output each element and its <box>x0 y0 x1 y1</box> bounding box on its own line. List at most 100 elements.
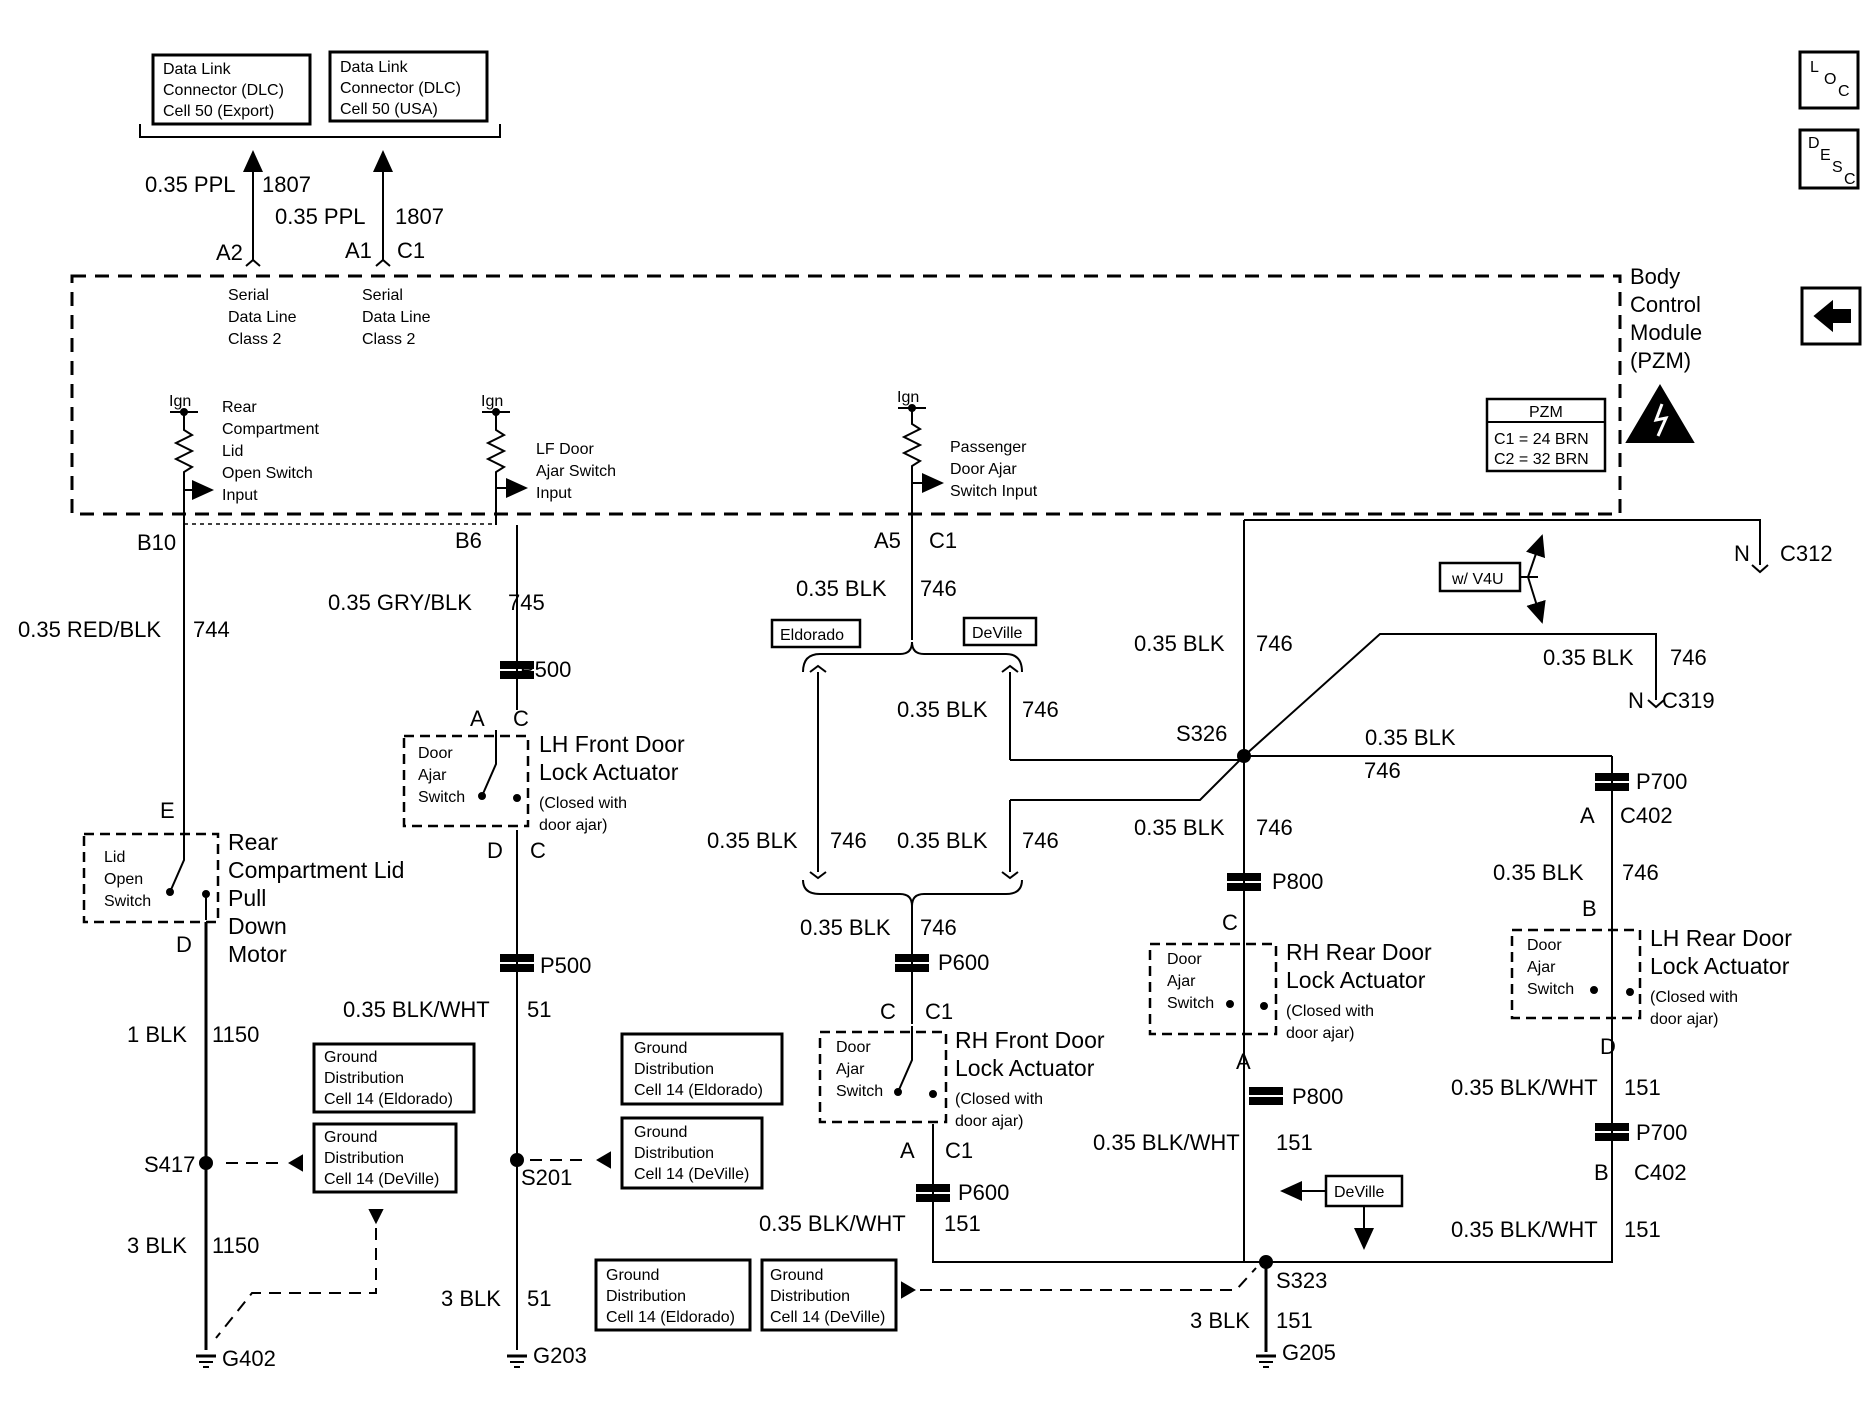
svg-text:P500: P500 <box>540 953 591 978</box>
lh-front-label: LH Front Door Lock Actuator (Closed with… <box>539 731 685 834</box>
svg-text:DeVille: DeVille <box>1334 1184 1385 1201</box>
wire-151-rh-front <box>932 1124 1266 1263</box>
svg-text:Data Line: Data Line <box>228 309 297 326</box>
deville-3-arrow <box>901 1281 916 1299</box>
svg-text:Door: Door <box>836 1039 871 1056</box>
pin-b6: B6 <box>455 528 482 553</box>
connector-c312: C312 <box>1780 541 1833 566</box>
svg-text:C1 = 24 BRN: C1 = 24 BRN <box>1494 431 1589 448</box>
back-arrow-icon <box>1813 299 1851 333</box>
wire-151c-num: 151 <box>1276 1308 1313 1333</box>
pin-d-lid: D <box>176 932 192 957</box>
gnd-dist-deville-2[interactable]: Ground Distribution Cell 14 (DeVille) <box>620 1116 764 1190</box>
gnd-dist-eldorado-2[interactable]: Ground Distribution Cell 14 (Eldorado) <box>620 1032 784 1106</box>
svg-text:door ajar): door ajar) <box>1650 1011 1718 1028</box>
svg-text:(Closed with: (Closed with <box>1650 989 1738 1006</box>
svg-text:Lid: Lid <box>222 443 243 460</box>
loc-button[interactable]: L O C <box>1798 50 1860 110</box>
wire-151-b-gauge: 0.35 BLK/WHT <box>1093 1130 1240 1155</box>
svg-text:Door Ajar: Door Ajar <box>950 461 1017 478</box>
svg-text:Compartment Lid: Compartment Lid <box>228 857 404 883</box>
wire-51-gauge: 0.35 BLK/WHT <box>343 997 490 1022</box>
splice-s417: S417 <box>144 1152 195 1177</box>
svg-text:Control: Control <box>1630 292 1701 317</box>
svg-text:Pull: Pull <box>228 885 266 911</box>
splice-s417-dot <box>199 1156 213 1170</box>
option-brace-top <box>802 641 1023 673</box>
pin-d-lh-rear: D <box>1600 1034 1616 1059</box>
svg-text:Eldorado: Eldorado <box>780 627 844 644</box>
svg-text:Cell 14 (DeVille): Cell 14 (DeVille) <box>634 1166 749 1183</box>
svg-text:G203: G203 <box>533 1343 587 1368</box>
pzm-connector-box: PZM C1 = 24 BRN C2 = 32 BRN <box>1485 397 1607 473</box>
svg-text:RH Rear Door: RH Rear Door <box>1286 939 1432 965</box>
gnd-dist-deville-3[interactable]: Ground Distribution Cell 14 (DeVille) <box>760 1258 898 1332</box>
svg-text:Passenger: Passenger <box>950 439 1027 456</box>
deville-3-dash <box>920 1267 1257 1291</box>
dlc-export-box[interactable]: Data Link Connector (DLC) Cell 50 (Expor… <box>151 53 312 126</box>
desc-button[interactable]: D E S C <box>1798 128 1860 190</box>
splice-s323: S323 <box>1276 1268 1327 1293</box>
dlc-usa-line3: Cell 50 (USA) <box>340 101 438 118</box>
lh-rear-door-ajar-switch: Door Ajar Switch <box>1510 928 1642 1020</box>
wire-746-g-gauge: 0.35 BLK <box>1543 645 1634 670</box>
svg-text:O: O <box>1824 71 1836 88</box>
svg-text:(PZM): (PZM) <box>1630 348 1691 373</box>
wire-746-c-gauge: 0.35 BLK <box>707 828 798 853</box>
wire-746-f-gauge: 0.35 BLK <box>1134 631 1225 656</box>
rh-rear-door-ajar-switch: Door Ajar Switch <box>1148 942 1278 1036</box>
svg-text:(Closed with: (Closed with <box>955 1091 1043 1108</box>
svg-text:Rear: Rear <box>222 399 257 416</box>
svg-text:LH Front Door: LH Front Door <box>539 731 685 757</box>
connector-p800-b: P800 <box>1249 1084 1343 1109</box>
wire-745-gauge: 0.35 GRY/BLK <box>328 590 472 615</box>
svg-text:Module: Module <box>1630 320 1702 345</box>
pin-c-lh-bottom: C <box>530 838 546 863</box>
wire-151-lh-rear <box>1266 1250 1613 1263</box>
svg-text:L: L <box>1810 59 1819 76</box>
dlc-export-line1: Data Link <box>163 61 232 78</box>
svg-text:Cell 14 (Eldorado): Cell 14 (Eldorado) <box>634 1082 763 1099</box>
pin-c1-a5: C1 <box>929 528 957 553</box>
svg-text:Input: Input <box>536 485 572 502</box>
pin-b-c402: B <box>1594 1160 1609 1185</box>
dlc-usa-box[interactable]: Data Link Connector (DLC) Cell 50 (USA) <box>328 50 489 123</box>
wire-151-a-gauge: 0.35 BLK/WHT <box>759 1211 906 1236</box>
connector-p700-b: P700 <box>1595 1120 1687 1145</box>
rh-rear-label: RH Rear Door Lock Actuator (Closed with … <box>1286 939 1432 1042</box>
wire-746-d-num: 746 <box>1022 828 1059 853</box>
wire-746-b-num: 746 <box>1022 697 1059 722</box>
pin-a2: A2 <box>216 240 243 265</box>
wire-746-g-num: 746 <box>1670 645 1707 670</box>
pin-a-lh: A <box>470 706 485 731</box>
svg-text:P800: P800 <box>1272 869 1323 894</box>
wire-746-d-gauge: 0.35 BLK <box>897 828 988 853</box>
pin-n-c312: N <box>1734 541 1750 566</box>
svg-text:Rear: Rear <box>228 829 278 855</box>
gnd-dist-eldorado-3[interactable]: Ground Distribution Cell 14 (Eldorado) <box>594 1258 752 1332</box>
svg-text:G402: G402 <box>222 1346 276 1371</box>
option-deville-tag: DeVille <box>962 616 1038 647</box>
wire-1807-b-num: 1807 <box>395 204 444 229</box>
wire-151-e-gauge: 0.35 BLK/WHT <box>1451 1217 1598 1242</box>
pin-b10: B10 <box>137 530 176 555</box>
gnd-dist-deville-1[interactable]: Ground Distribution Cell 14 (DeVille) <box>312 1122 458 1194</box>
s417-arrow <box>288 1154 303 1172</box>
gnd-dist-eldorado-1[interactable]: Ground Distribution Cell 14 (Eldorado) <box>312 1042 476 1114</box>
svg-text:P700: P700 <box>1636 769 1687 794</box>
svg-text:Door: Door <box>1167 951 1202 968</box>
svg-text:P700: P700 <box>1636 1120 1687 1145</box>
pin-c1-rh: C1 <box>925 999 953 1024</box>
connector-p600-a: P600 <box>895 950 989 975</box>
svg-text:LF Door: LF Door <box>536 441 594 458</box>
connector-c319: C319 <box>1662 688 1715 713</box>
bcm-boundary <box>70 274 1622 516</box>
deville-1-dash <box>215 1228 377 1339</box>
deville-1-arrow <box>368 1209 384 1225</box>
svg-text:C: C <box>1838 83 1850 100</box>
back-button[interactable] <box>1800 286 1862 346</box>
wire-51b-gauge: 3 BLK <box>441 1286 501 1311</box>
splice-s201-dot <box>510 1153 524 1167</box>
pin-c1-rh-bottom: C1 <box>945 1138 973 1163</box>
wire-151c-gauge: 3 BLK <box>1190 1308 1250 1333</box>
